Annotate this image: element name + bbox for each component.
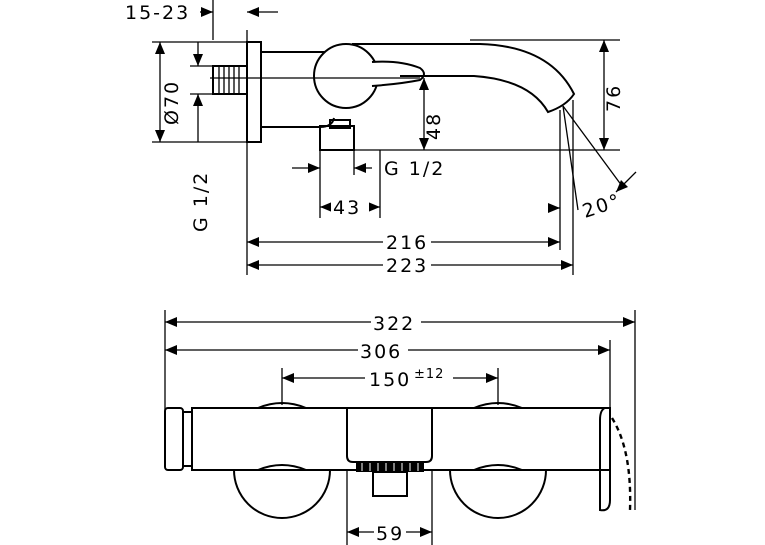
dim-length-322: 322 bbox=[373, 313, 415, 335]
dim-length-223: 223 bbox=[386, 255, 428, 277]
dim-height-48: 48 bbox=[423, 112, 445, 140]
valve-cylinder bbox=[313, 43, 379, 109]
dim-thread-bottom: G 1/2 bbox=[384, 158, 445, 180]
diverter-block bbox=[319, 125, 355, 151]
wall-connector bbox=[212, 65, 248, 95]
aerator bbox=[356, 462, 424, 472]
spray-arc bbox=[610, 417, 632, 511]
outlet-connector bbox=[372, 471, 408, 497]
dim-tolerance: ±12 bbox=[414, 367, 444, 382]
dim-length-216: 216 bbox=[386, 232, 428, 254]
dim-height-76: 76 bbox=[603, 84, 625, 112]
top-view: 322 306 150 ±12 59 bbox=[164, 310, 636, 545]
spout bbox=[352, 43, 576, 114]
rosette-left bbox=[233, 469, 331, 519]
dim-width-59: 59 bbox=[376, 523, 404, 545]
dim-thread-left: G 1/2 bbox=[190, 171, 212, 232]
mixer-body bbox=[191, 407, 611, 471]
dim-width-43: 43 bbox=[333, 197, 361, 219]
wall-plate bbox=[246, 41, 262, 143]
lever-handle bbox=[371, 60, 425, 87]
dim-length-306: 306 bbox=[360, 341, 402, 363]
lever-top bbox=[599, 407, 611, 512]
rosette-right bbox=[449, 469, 547, 519]
side-view: 15-23 Ø70 G 1/2 48 76 G 1/2 43 bbox=[125, 0, 637, 277]
dim-angle: 20° bbox=[580, 190, 625, 223]
handle-cap bbox=[164, 407, 184, 471]
dim-wall-offset: 15-23 bbox=[125, 2, 190, 24]
dim-rosette-diameter: Ø70 bbox=[161, 80, 183, 125]
diverter-housing bbox=[346, 408, 433, 463]
dim-centers: 150 bbox=[369, 369, 411, 391]
